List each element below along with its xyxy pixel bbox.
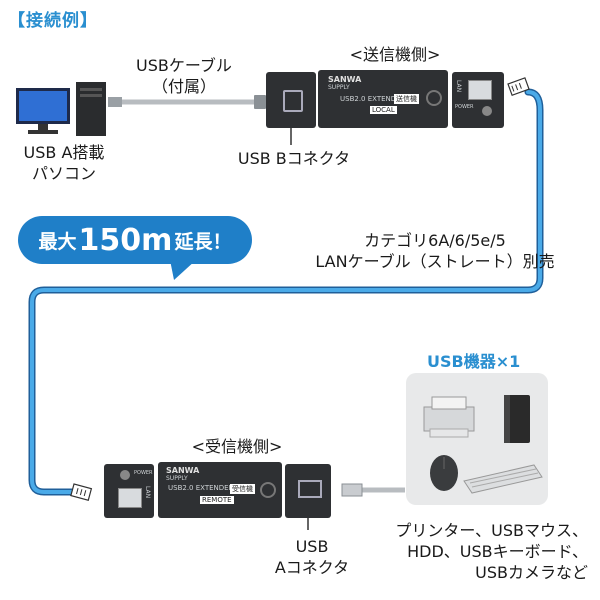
pc-label-line1: USB A搭載 xyxy=(23,143,105,162)
transmitter-port-power: POWER xyxy=(455,104,474,110)
usb-cable-line2: （付属） xyxy=(151,77,216,96)
lan-plug-top xyxy=(507,77,530,97)
transmitter-role-badge: 送信機 xyxy=(394,94,419,104)
page-title: 【接続例】 xyxy=(8,11,98,31)
printer-icon xyxy=(423,396,475,438)
usb-devices-line1: プリンター、USBマウス、 xyxy=(395,521,588,540)
receiver-brand-sub: SUPPLY xyxy=(166,475,188,482)
lan-port-icon xyxy=(468,80,492,100)
usb-a-label: USB Aコネクタ xyxy=(262,536,362,578)
usb-devices-line2: HDD、USBキーボード、 xyxy=(407,542,588,561)
usb-cable-label: USBケーブル （付属） xyxy=(124,55,244,97)
lan-cable-line2: LANケーブル（ストレート）別売 xyxy=(315,252,555,271)
power-jack-icon xyxy=(482,106,492,116)
pc-label-line2: パソコン xyxy=(31,164,96,183)
usb-b-port-icon xyxy=(283,90,303,112)
receiver-led-icon xyxy=(260,482,276,498)
transmitter-model: USB2.0 EXTENDER xyxy=(340,95,406,103)
usb-a-line2: Aコネクタ xyxy=(274,558,350,577)
lan-cable-line1: カテゴリ6A/6/5e/5 xyxy=(364,231,506,250)
transmitter-brand-sub: SUPPLY xyxy=(328,84,350,91)
max-distance-bubble: 最大 150m 延長！ xyxy=(18,216,252,264)
receiver-body: SANWA SUPPLY USB2.0 EXTENDER REMOTE 受信機 xyxy=(158,462,282,518)
hdd-icon xyxy=(504,395,530,443)
keyboard-icon xyxy=(463,464,543,494)
receiver-lan-side: POWER LAN xyxy=(104,464,154,518)
transmitter-brand: SANWA xyxy=(328,75,362,84)
receiver-heading: <受信機側> xyxy=(191,437,283,456)
bubble-prefix: 最大 xyxy=(38,230,77,253)
mouse-icon xyxy=(430,455,458,491)
lan-cable-label: カテゴリ6A/6/5e/5 LANケーブル（ストレート）別売 xyxy=(290,230,580,272)
usb-devices-caption: プリンター、USBマウス、 HDD、USBキーボード、 USBカメラなど xyxy=(358,520,588,583)
usb-devices-box xyxy=(406,373,548,505)
lan-plug-bottom xyxy=(70,483,93,501)
transmitter-tag: LOCAL xyxy=(370,106,397,114)
usb-a-port-icon xyxy=(298,480,322,498)
usb-b-label: USB Bコネクタ xyxy=(237,149,351,168)
transmitter-heading: <送信機側> xyxy=(349,45,441,64)
transmitter-led-icon xyxy=(426,90,442,106)
transmitter-lan-side: LAN POWER xyxy=(452,72,504,128)
lan-port-icon-2 xyxy=(118,488,142,508)
receiver-model: USB2.0 EXTENDER xyxy=(168,484,234,492)
usb-a-plug-top xyxy=(108,97,122,107)
receiver-brand: SANWA xyxy=(166,466,200,475)
usb-devices-heading: USB機器×1 xyxy=(427,352,521,371)
bubble-number: 150m xyxy=(78,222,173,258)
transmitter-port-lan: LAN xyxy=(455,80,462,93)
pc-label: USB A搭載 パソコン xyxy=(4,142,124,184)
receiver-role-badge: 受信機 xyxy=(230,484,255,494)
receiver-usb-a-side xyxy=(285,464,331,518)
transmitter-usb-b-side xyxy=(266,72,316,128)
receiver-port-power: POWER xyxy=(134,470,153,476)
usb-devices-line3: USBカメラなど xyxy=(475,563,588,582)
power-jack-icon-2 xyxy=(120,470,130,480)
bubble-suffix: 延長！ xyxy=(174,230,232,253)
usb-a-plug-bottom xyxy=(341,483,363,497)
usb-a-line1: USB xyxy=(295,537,329,556)
bubble-tail xyxy=(170,260,196,280)
usb-cable-line1: USBケーブル xyxy=(136,56,232,75)
transmitter-body: SANWA SUPPLY USB2.0 EXTENDER LOCAL 送信機 xyxy=(318,70,448,128)
pc-illustration xyxy=(14,82,110,138)
receiver-port-lan: LAN xyxy=(144,486,151,499)
receiver-tag: REMOTE xyxy=(200,496,234,504)
